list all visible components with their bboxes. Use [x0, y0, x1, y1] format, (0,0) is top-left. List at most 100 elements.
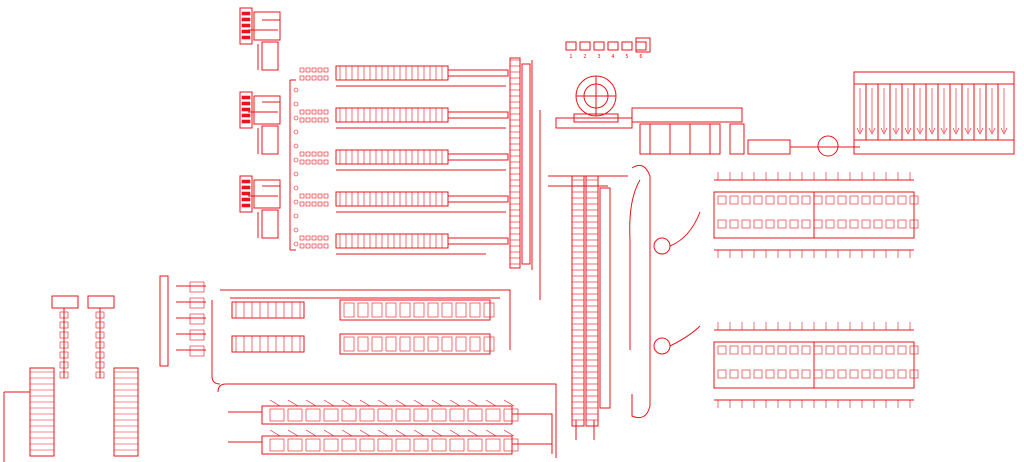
- drawing-detail: [885, 369, 895, 379]
- drawing-detail: [323, 117, 329, 123]
- drawing-detail: [95, 341, 105, 349]
- production-lines-top: [335, 65, 509, 255]
- drawing-detail: [729, 195, 739, 205]
- drawing-detail: [861, 195, 871, 205]
- drawing-detail: [801, 219, 811, 229]
- drawing-detail: [449, 408, 465, 422]
- drawing-detail: [305, 429, 317, 437]
- legend-box: [593, 41, 605, 51]
- legend-box: [579, 41, 591, 51]
- drawing-detail: [299, 67, 305, 73]
- drawing-detail: [241, 185, 251, 190]
- drawing-detail: [305, 408, 321, 422]
- drawing-detail: [323, 429, 335, 437]
- legend-box: [635, 41, 647, 51]
- drawing-detail: [95, 311, 105, 319]
- legend-label: 4: [611, 54, 614, 60]
- drawing-detail: [741, 219, 751, 229]
- drawing-detail: [717, 195, 727, 205]
- bottom-left-machines: [3, 295, 139, 462]
- drawing-detail: [413, 429, 425, 437]
- drawing-detail: [311, 109, 317, 115]
- drawing-detail: [880, 127, 888, 135]
- drawing-detail: [341, 429, 353, 437]
- drawing-detail: [385, 302, 397, 318]
- drawing-detail: [801, 345, 811, 355]
- drawing-detail: [449, 438, 465, 452]
- drawing-detail: [395, 438, 411, 452]
- drawing-detail: [269, 399, 281, 407]
- drawing-detail: [95, 331, 105, 339]
- drawing-detail: [789, 369, 799, 379]
- drawing-detail: [952, 127, 960, 135]
- drawing-detail: [269, 429, 281, 437]
- legend-label: 1: [569, 54, 572, 60]
- drawing-detail: [455, 336, 467, 352]
- drawing-detail: [777, 345, 787, 355]
- production-lines-middle: [211, 289, 511, 385]
- drawing-detail: [323, 399, 335, 407]
- drawing-detail: [241, 203, 251, 208]
- rotary-table: [573, 75, 619, 123]
- drawing-detail: [293, 157, 299, 163]
- drawing-detail: [305, 201, 311, 207]
- drawing-detail: [293, 199, 299, 205]
- drawing-detail: [323, 193, 329, 199]
- drawing-detail: [395, 429, 407, 437]
- drawing-detail: [892, 127, 900, 135]
- drawing-detail: [299, 243, 305, 249]
- drawing-detail: [897, 369, 907, 379]
- drawing-detail: [485, 438, 501, 452]
- machine-cluster-top-1: [239, 7, 281, 71]
- drawing-detail: [95, 321, 105, 329]
- drawing-detail: [189, 281, 205, 293]
- drawing-detail: [717, 369, 727, 379]
- drawing-detail: [241, 113, 251, 118]
- drawing-detail: [909, 369, 919, 379]
- drawing-detail: [341, 438, 357, 452]
- drawing-detail: [59, 311, 69, 319]
- drawing-detail: [317, 159, 323, 165]
- drawing-detail: [377, 399, 389, 407]
- drawing-detail: [413, 336, 425, 352]
- drawing-detail: [873, 369, 883, 379]
- drawing-detail: [357, 302, 369, 318]
- drawing-detail: [189, 329, 205, 341]
- drawing-detail: [305, 193, 311, 199]
- drawing-detail: [964, 127, 972, 135]
- drawing-detail: [299, 193, 305, 199]
- drawing-detail: [885, 195, 895, 205]
- drawing-detail: [849, 345, 859, 355]
- drawing-detail: [1000, 127, 1008, 135]
- drawing-detail: [916, 127, 924, 135]
- drawing-detail: [305, 438, 321, 452]
- drawing-detail: [293, 171, 299, 177]
- drawing-detail: [441, 302, 453, 318]
- drawing-detail: [873, 195, 883, 205]
- drawing-detail: [765, 369, 775, 379]
- drawing-detail: [287, 399, 299, 407]
- drawing-detail: [441, 336, 453, 352]
- drawing-detail: [299, 235, 305, 241]
- drawing-detail: [311, 117, 317, 123]
- drawing-detail: [323, 201, 329, 207]
- drawing-detail: [305, 399, 317, 407]
- drawing-detail: [293, 227, 299, 233]
- drawing-detail: [241, 17, 251, 22]
- drawing-detail: [59, 361, 69, 369]
- drawing-detail: [469, 336, 481, 352]
- drawing-detail: [95, 351, 105, 359]
- drawing-detail: [729, 369, 739, 379]
- drawing-detail: [897, 219, 907, 229]
- production-line-bottom: [217, 383, 557, 458]
- drawing-detail: [311, 243, 317, 249]
- drawing-detail: [269, 408, 285, 422]
- drawing-detail: [467, 429, 479, 437]
- drawing-detail: [323, 159, 329, 165]
- drawing-detail: [801, 369, 811, 379]
- drawing-detail: [897, 345, 907, 355]
- drawing-detail: [825, 219, 835, 229]
- legend-box: [607, 41, 619, 51]
- drawing-detail: [449, 399, 461, 407]
- drawing-detail: [341, 408, 357, 422]
